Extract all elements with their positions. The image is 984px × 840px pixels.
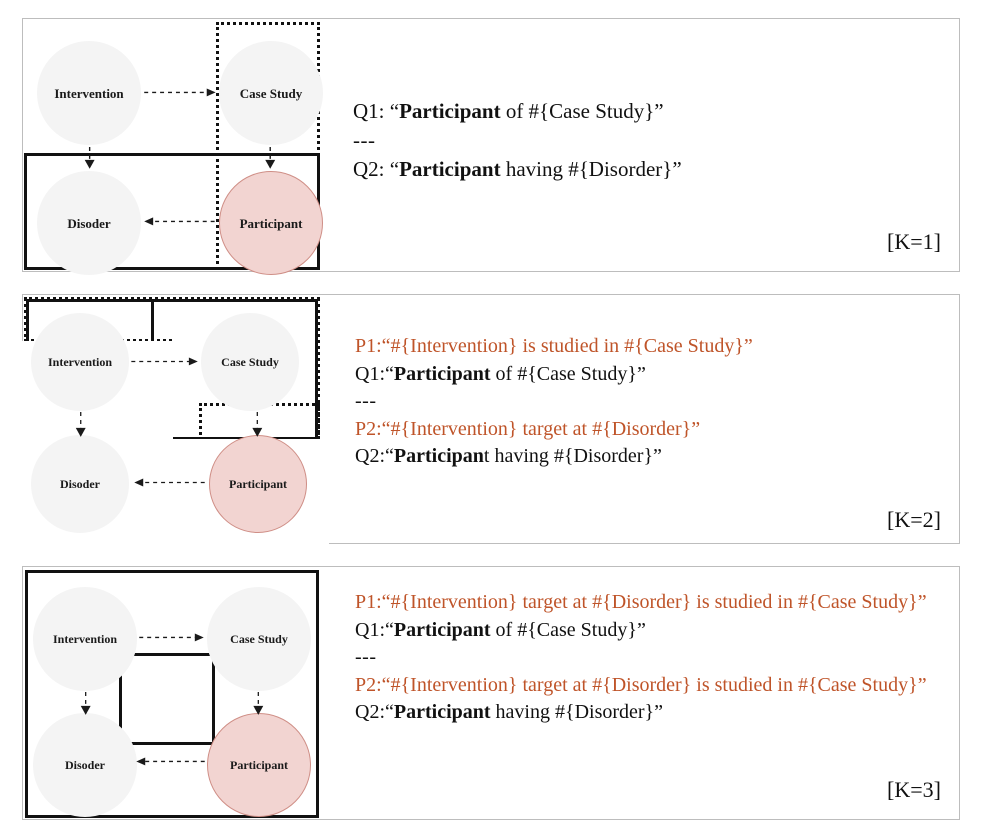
node-participant: Participant [219, 171, 323, 275]
node-disorder: Disoder [37, 171, 141, 275]
node-participant: Participant [207, 713, 311, 817]
statements-k3: P1:“#{Intervention} target at #{Disorder… [355, 589, 955, 727]
node-disorder: Disoder [33, 713, 137, 817]
textcol-k1: Q1: “Participant of #{Case Study}” --- Q… [323, 19, 959, 271]
node-intervention: Intervention [33, 587, 137, 691]
statement-q2: Q2:“Participant having #{Disorder}” [355, 445, 662, 468]
node-case-study: Case Study [219, 41, 323, 145]
k-label-k3: [K=3] [887, 777, 941, 802]
statement-q1: Q1:“Participant of #{Case Study}” [355, 362, 646, 385]
region-solid-inner-k3 [119, 653, 215, 745]
node-participant: Participant [209, 435, 307, 533]
k-label-k1: [K=1] [887, 229, 941, 254]
statements-k2: P1:“#{Intervention} is studied in #{Case… [355, 333, 753, 471]
entity-participant-bold: Participan [393, 445, 484, 468]
entity-participant-bold: Participant [399, 99, 501, 123]
diagram-k1: Intervention Case Study Disoder Particip… [23, 19, 323, 275]
diagram-k2: Intervention Case Study Disoder Particip… [19, 295, 329, 551]
panel-k3: Intervention Case Study Disoder Particip… [22, 566, 960, 820]
statement-p2: P2:“#{Intervention} target at #{Disorder… [355, 673, 927, 696]
statement-q2: Q2: “Participant having #{Disorder}” [353, 156, 682, 181]
statements-k1: Q1: “Participant of #{Case Study}” --- Q… [353, 97, 682, 184]
statement-p1: P1:“#{Intervention} is studied in #{Case… [355, 335, 753, 357]
entity-participant-bold: Participant [393, 618, 491, 641]
entity-participant-bold: Participant [393, 362, 491, 385]
panel-k1: Intervention Case Study Disoder Particip… [22, 18, 960, 275]
node-intervention: Intervention [37, 41, 141, 145]
k-label-k2: [K=2] [887, 507, 941, 532]
statement-p1: P1:“#{Intervention} target at #{Disorder… [355, 591, 927, 613]
textcol-k3: P1:“#{Intervention} target at #{Disorder… [323, 567, 959, 819]
node-intervention: Intervention [31, 313, 129, 411]
statement-q2-row: Q2:“Participant having #{Disorder}” [355, 699, 955, 727]
node-case-study: Case Study [207, 587, 311, 691]
statement-q1: Q1: “Participant of #{Case Study}” [353, 99, 664, 123]
diagram-k3: Intervention Case Study Disoder Particip… [23, 567, 320, 819]
statement-q2: Q2:“Participant having #{Disorder}” [355, 701, 664, 724]
region-solid-hline-k2 [151, 437, 318, 440]
textcol-k2: P1:“#{Intervention} is studied in #{Case… [323, 295, 959, 543]
entity-participant-bold: Participant [399, 156, 501, 181]
statement-q1: Q1:“Participant of #{Case Study}” [355, 618, 646, 641]
panel-k2: Intervention Case Study Disoder Particip… [19, 294, 960, 551]
statement-p2: P2:“#{Intervention} target at #{Disorder… [355, 417, 701, 440]
statement-separator: --- [355, 646, 377, 669]
node-case-study: Case Study [201, 313, 299, 411]
node-disorder: Disoder [31, 435, 129, 533]
entity-participant-bold: Participant [393, 701, 491, 724]
region-solid-outer-k3 [25, 570, 319, 818]
statement-separator: --- [353, 127, 376, 152]
statement-separator: --- [355, 390, 377, 413]
